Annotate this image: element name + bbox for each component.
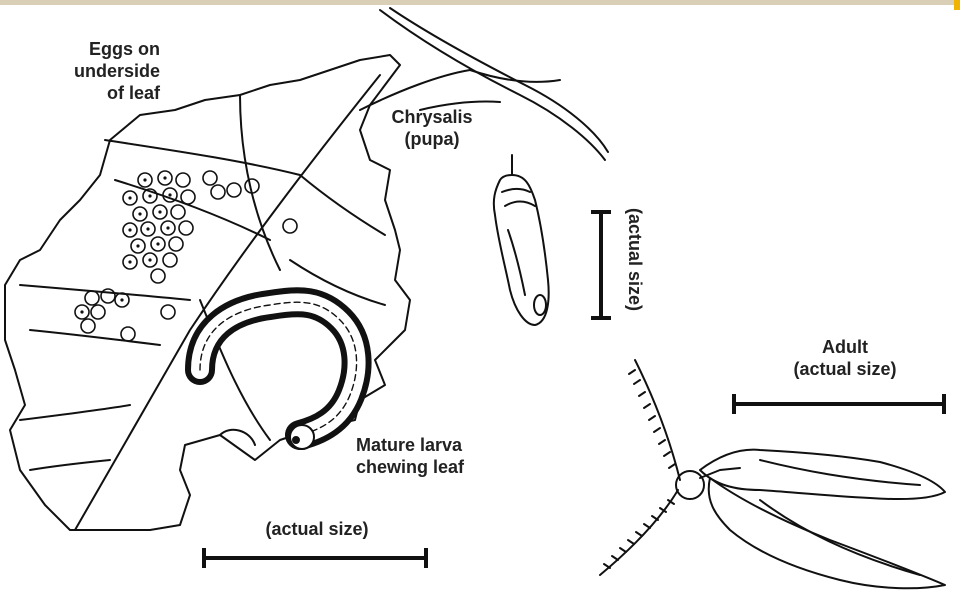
chrysalis-label-line-1: Chrysalis (372, 106, 492, 128)
leaf (5, 55, 410, 530)
eggs-label-line-3: of leaf (20, 82, 160, 104)
eggs-label: Eggs on underside of leaf (20, 38, 160, 104)
larva-label-line-1: Mature larva (356, 434, 526, 456)
adult-scale-bar (734, 396, 944, 412)
egg-dots (80, 176, 171, 313)
larva-scale-bar (204, 550, 426, 566)
chrysalis (494, 155, 549, 325)
larva (200, 302, 357, 449)
pupa-scale-bar (593, 212, 609, 318)
adult-label-line-1: Adult (760, 336, 930, 358)
chrysalis-label: Chrysalis (pupa) (372, 106, 492, 150)
chrysalis-label-line-2: (pupa) (372, 128, 492, 150)
adult-label-line-2: (actual size) (760, 358, 930, 380)
pupa-scale-label: (actual size) (624, 208, 646, 311)
larva-label-line-2: chewing leaf (356, 456, 526, 478)
adult-label: Adult (actual size) (760, 336, 930, 380)
eggs-label-line-2: underside (20, 60, 160, 82)
larva-label: Mature larva chewing leaf (356, 434, 526, 478)
eggs-label-line-1: Eggs on (20, 38, 160, 60)
larva-scale-label: (actual size) (232, 518, 402, 540)
adult-moth (600, 360, 945, 588)
